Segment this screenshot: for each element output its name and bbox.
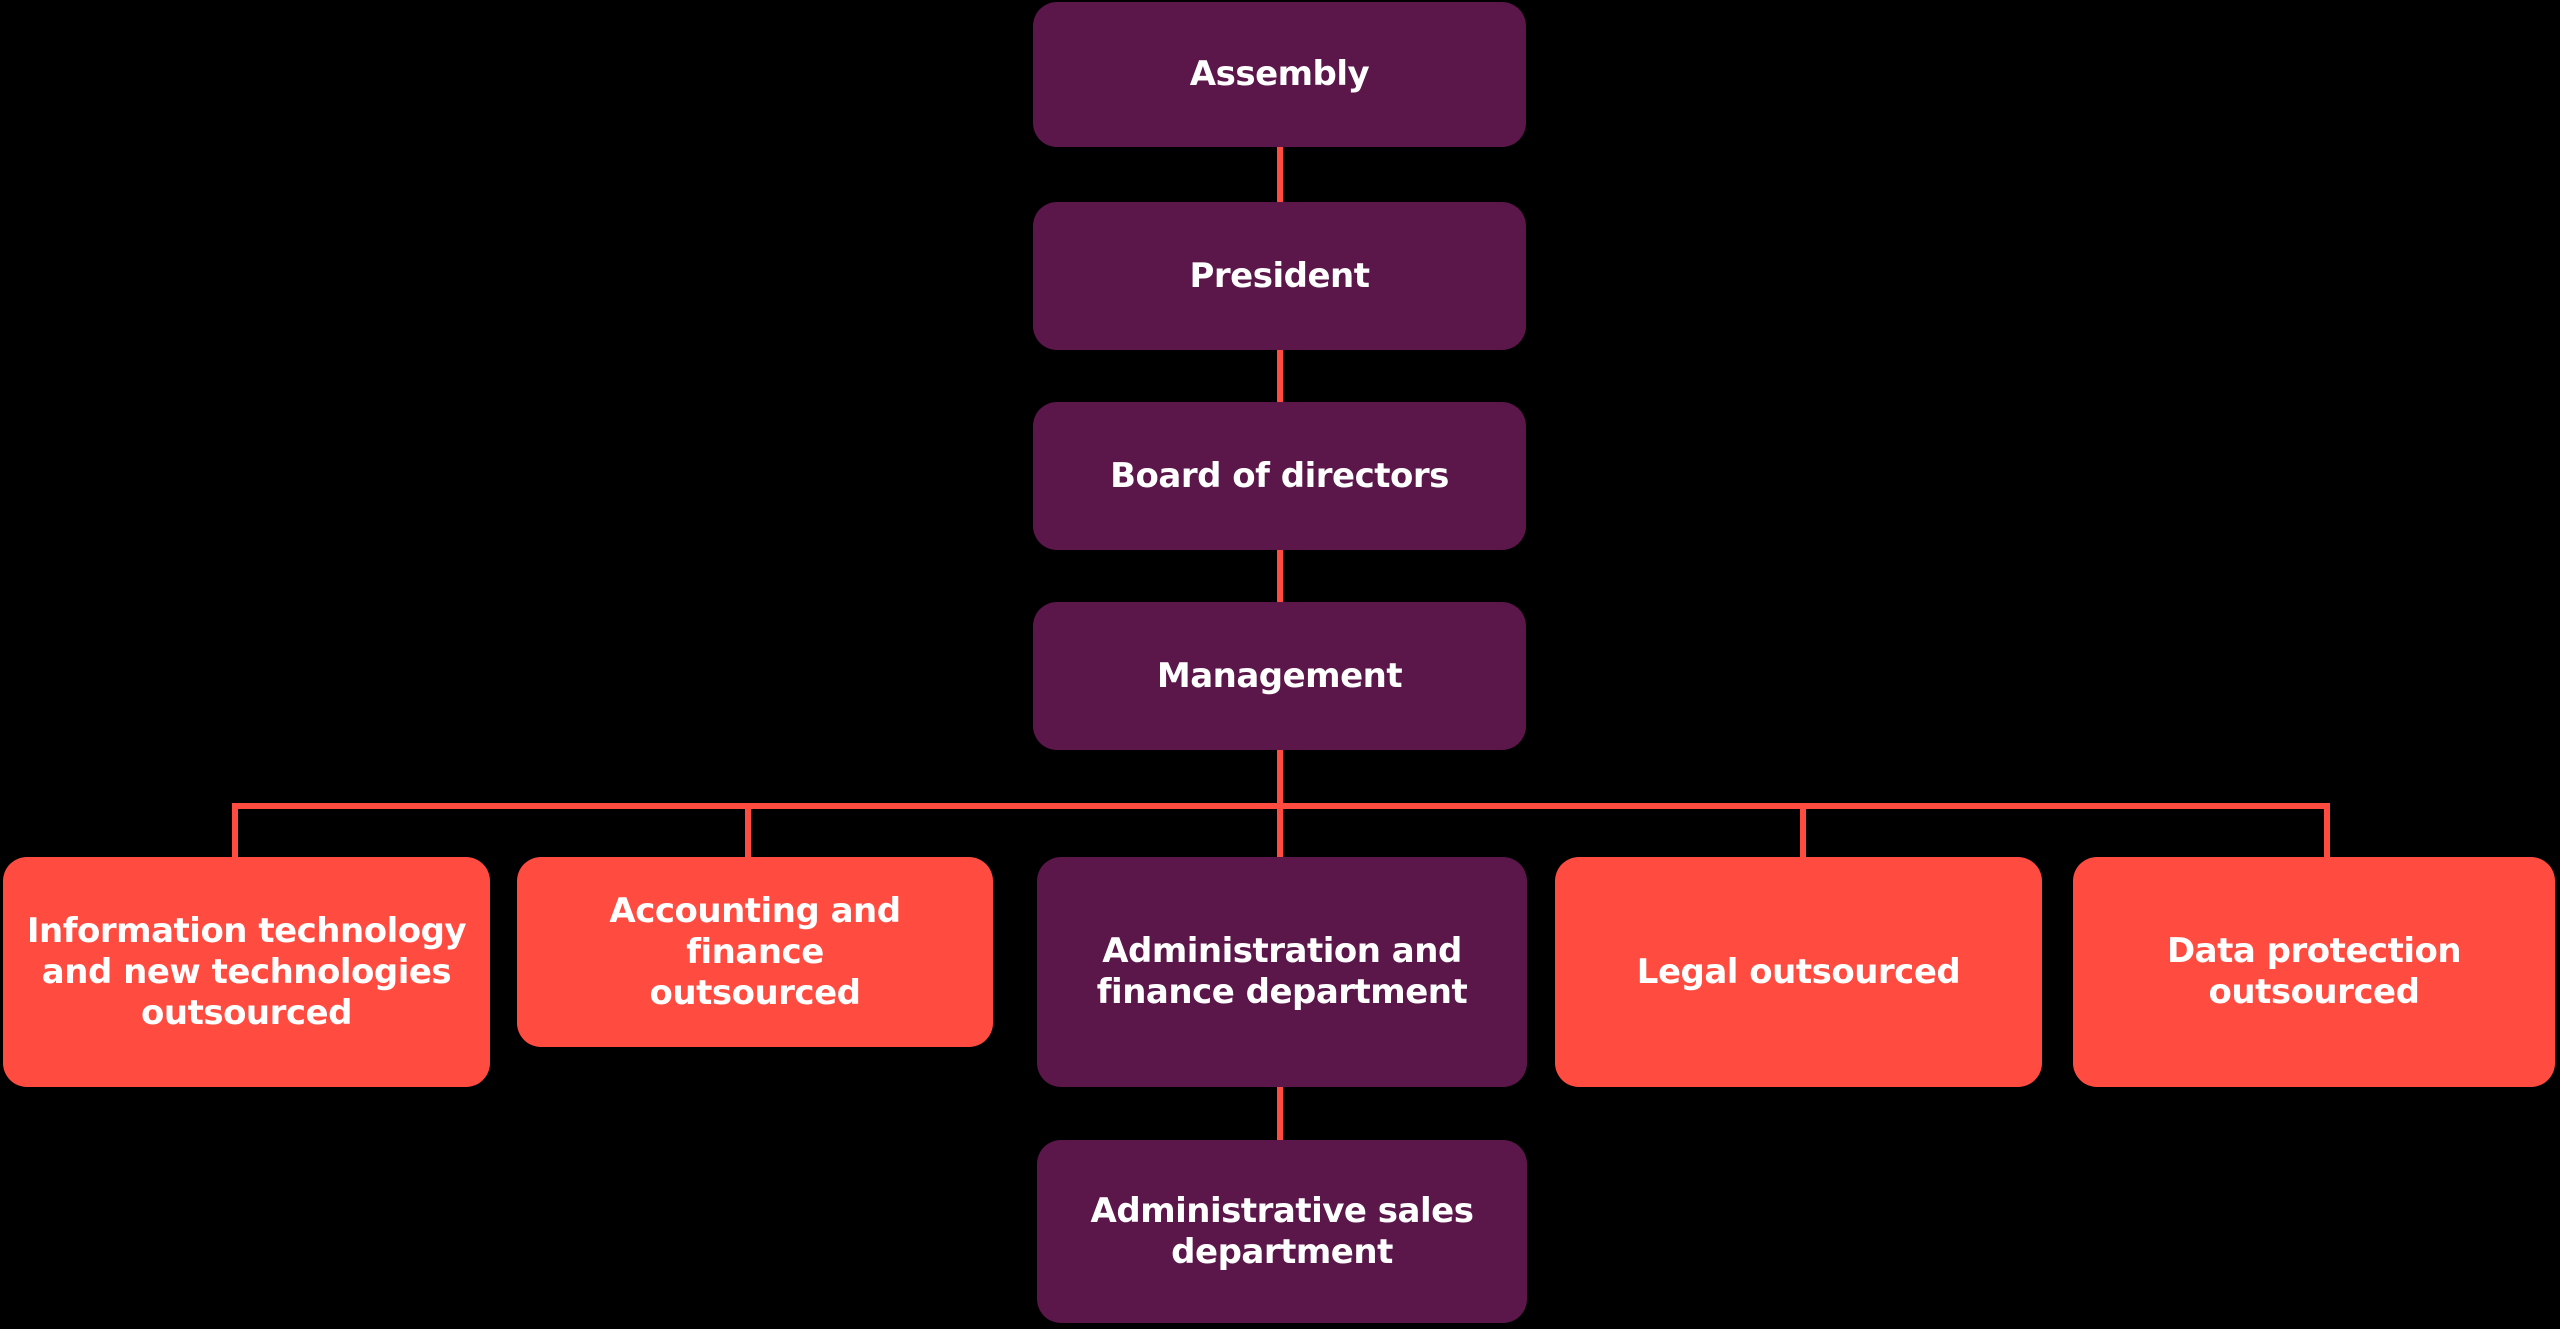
node-board-of-directors-label: Board of directors: [1110, 455, 1449, 496]
node-president-label: President: [1189, 255, 1371, 296]
node-administration-finance: Administration and finance department: [1037, 857, 1527, 1087]
node-accounting-finance-label: Accounting and finance outsourced: [609, 890, 901, 1013]
node-data-protection-label: Data protection outsourced: [2166, 931, 2462, 1012]
node-information-technology-label: Information technology and new technolog…: [26, 910, 467, 1033]
connector-drop-information-technology: [232, 803, 238, 857]
node-legal: Legal outsourced: [1555, 857, 2042, 1087]
node-accounting-finance: Accounting and finance outsourced: [517, 857, 993, 1047]
connector-assembly-president: [1277, 147, 1283, 202]
node-assembly-label: Assembly: [1189, 54, 1370, 94]
connector-drop-data-protection: [2324, 803, 2330, 857]
connector-adminfinance-adminsales: [1277, 1087, 1283, 1140]
node-management-label: Management: [1156, 655, 1403, 696]
node-legal-label: Legal outsourced: [1636, 951, 1961, 992]
node-administrative-sales: Administrative sales department: [1037, 1140, 1527, 1323]
node-board-of-directors: Board of directors: [1033, 402, 1526, 550]
node-administrative-sales-label: Administrative sales department: [1090, 1190, 1474, 1272]
node-information-technology: Information technology and new technolog…: [3, 857, 490, 1087]
connector-drop-accounting-finance: [745, 803, 751, 857]
connector-board-management: [1277, 550, 1283, 602]
node-data-protection: Data protection outsourced: [2073, 857, 2555, 1087]
node-administration-finance-label: Administration and finance department: [1096, 931, 1468, 1012]
connector-management-bus: [1277, 750, 1283, 805]
connector-drop-legal: [1800, 803, 1806, 857]
node-management: Management: [1033, 602, 1526, 750]
connector-drop-administration-finance: [1277, 803, 1283, 857]
connector-president-board: [1277, 350, 1283, 402]
node-assembly: Assembly: [1033, 2, 1526, 147]
node-president: President: [1033, 202, 1526, 350]
